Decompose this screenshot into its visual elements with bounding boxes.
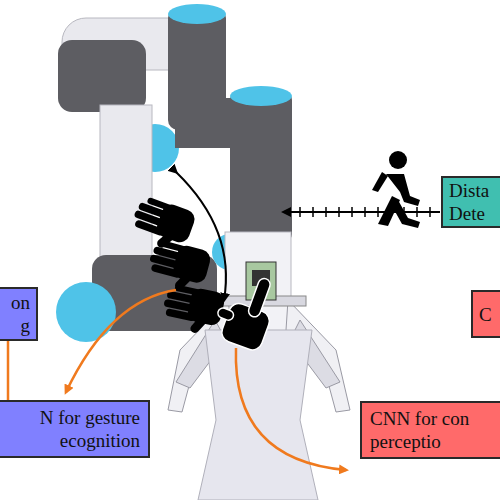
- joint-cap: [168, 4, 226, 24]
- arrow-ticks: [300, 207, 430, 217]
- box-label: CNN for con perceptio: [370, 407, 499, 453]
- arm-joint: [58, 40, 146, 112]
- box-label: Dista Dete: [449, 179, 499, 225]
- arm-joint: [230, 92, 292, 242]
- box-label: N for gesture ecognition: [4, 406, 140, 452]
- box-label: C: [479, 303, 499, 326]
- pointing-hand: [210, 267, 283, 352]
- text-box: on g: [0, 287, 38, 341]
- text-box: N for gesture ecognition: [0, 400, 150, 458]
- gripper-body: [198, 330, 318, 500]
- walking-person: [372, 151, 420, 228]
- swipe-arrow: [176, 172, 226, 300]
- connector: [7, 341, 10, 400]
- joint-cap: [56, 282, 116, 342]
- text-box: CNN for con perceptio: [360, 401, 500, 459]
- leader-arrow: [236, 348, 346, 470]
- leader-arrow: [66, 290, 176, 392]
- arm-link: [175, 98, 235, 148]
- text-box: C: [471, 290, 500, 338]
- box-label: on g: [4, 291, 30, 337]
- text-box: Dista Dete: [441, 176, 500, 228]
- joint-cap: [230, 86, 292, 106]
- arm-link: [100, 105, 152, 270]
